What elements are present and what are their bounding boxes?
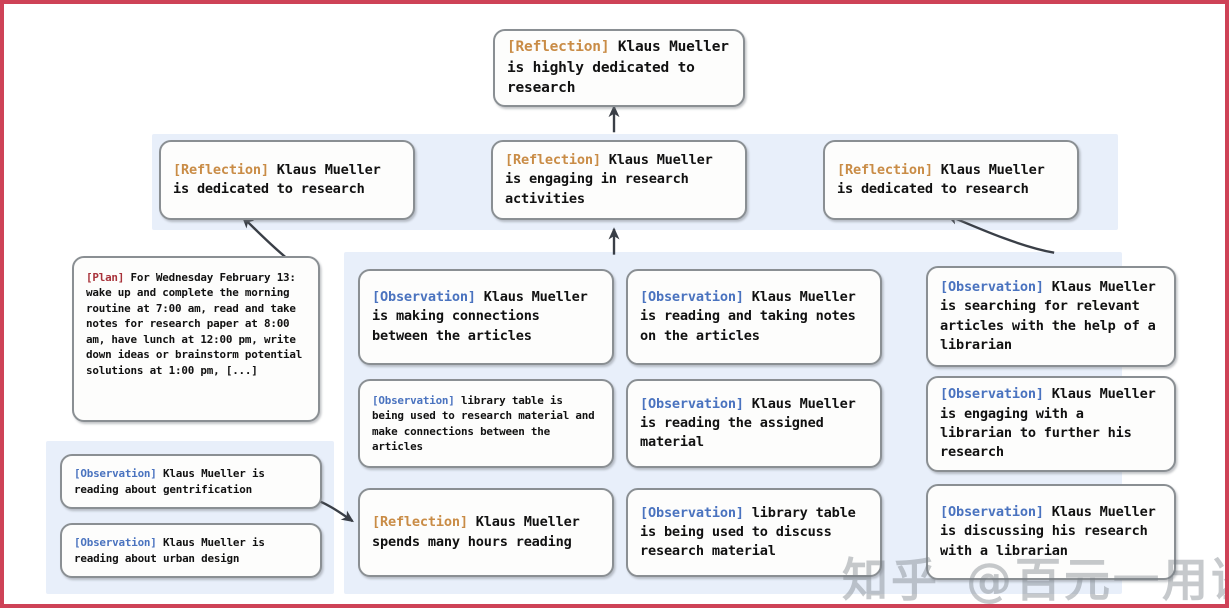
tag-observation: [Observation] — [640, 504, 744, 521]
node-col-right-1[interactable]: [Observation] Klaus Mueller is searching… — [926, 266, 1176, 367]
node-col-right-3[interactable]: [Observation] Klaus Mueller is discussin… — [926, 484, 1176, 580]
node-body: library table is being used to discuss r… — [640, 504, 864, 560]
tag-observation: [Observation] — [74, 536, 157, 550]
node-col-left-1[interactable]: [Observation] Klaus Mueller is making co… — [358, 269, 614, 365]
node-text: [Plan] For Wednesday February 13: wake u… — [86, 270, 306, 378]
node-body: library table is being used to research … — [372, 393, 601, 453]
node-root-reflection[interactable]: [Reflection] Klaus Mueller is highly ded… — [493, 29, 745, 107]
tag-observation: [Observation] — [640, 395, 744, 412]
node-col-left-3[interactable]: [Reflection] Klaus Mueller spends many h… — [358, 488, 614, 577]
node-text: [Observation] Klaus Mueller is making co… — [372, 288, 600, 346]
node-text: [Observation] library table is being use… — [640, 504, 868, 562]
tag-reflection: [Reflection] — [173, 161, 269, 178]
node-text: [Reflection] Klaus Mueller is dedicated … — [837, 161, 1065, 200]
node-text: [Reflection] Klaus Mueller spends many h… — [372, 513, 600, 552]
node-col-mid-1[interactable]: [Observation] Klaus Mueller is reading a… — [626, 269, 882, 365]
tag-plan: [Plan] — [86, 271, 125, 284]
tag-observation: [Observation] — [372, 393, 455, 407]
node-text: [Observation] Klaus Mueller is discussin… — [940, 503, 1162, 561]
node-body: Klaus Mueller is dedicated to research — [173, 161, 389, 197]
node-text: [Reflection] Klaus Mueller is dedicated … — [173, 161, 401, 200]
node-body: Klaus Mueller is highly dedicated to res… — [507, 39, 738, 97]
node-col-mid-3[interactable]: [Observation] library table is being use… — [626, 488, 882, 577]
node-text: [Reflection] Klaus Mueller is highly ded… — [507, 37, 731, 99]
node-reflection-left[interactable]: [Reflection] Klaus Mueller is dedicated … — [159, 140, 415, 220]
node-body: Klaus Mueller is engaging with a librari… — [940, 386, 1164, 461]
node-body: Klaus Mueller is searching for relevant … — [940, 278, 1164, 353]
node-col-right-2[interactable]: [Observation] Klaus Mueller is engaging … — [926, 376, 1176, 472]
node-text: [Observation] Klaus Mueller is reading a… — [640, 288, 868, 346]
node-reflection-right[interactable]: [Reflection] Klaus Mueller is dedicated … — [823, 140, 1079, 220]
node-plan[interactable]: [Plan] For Wednesday February 13: wake u… — [72, 256, 320, 422]
node-reflection-middle[interactable]: [Reflection] Klaus Mueller is engaging i… — [491, 140, 747, 220]
tag-observation: [Observation] — [940, 504, 1044, 521]
node-text: [Observation] Klaus Mueller is reading t… — [640, 395, 868, 453]
node-body: For Wednesday February 13: wake up and c… — [86, 271, 309, 377]
tag-observation: [Observation] — [940, 278, 1044, 295]
tag-observation: [Observation] — [372, 289, 476, 306]
node-text: [Observation] Klaus Mueller is reading a… — [74, 535, 308, 566]
node-text: [Observation] Klaus Mueller is searching… — [940, 278, 1162, 355]
diagram-body: [Reflection] Klaus Mueller is highly ded… — [4, 4, 1225, 604]
node-body: Klaus Mueller is engaging in research ac… — [505, 152, 721, 207]
node-text: [Observation] Klaus Mueller is engaging … — [940, 385, 1162, 462]
node-body: Klaus Mueller is dedicated to research — [837, 161, 1053, 197]
node-text: [Observation] Klaus Mueller is reading a… — [74, 466, 308, 497]
node-body: Klaus Mueller is discussing his research… — [940, 504, 1164, 559]
node-body: Klaus Mueller is reading about urban des… — [74, 536, 272, 565]
node-body: Klaus Mueller is making connections betw… — [372, 289, 596, 344]
node-body: Klaus Mueller is reading and taking note… — [640, 289, 864, 344]
tag-observation: [Observation] — [74, 467, 157, 481]
tag-reflection: [Reflection] — [507, 39, 610, 56]
node-text: [Reflection] Klaus Mueller is engaging i… — [505, 151, 733, 209]
node-body: Klaus Mueller spends many hours reading — [372, 514, 588, 550]
node-left-observation-1[interactable]: [Observation] Klaus Mueller is reading a… — [60, 454, 322, 509]
tag-observation: [Observation] — [940, 386, 1044, 403]
node-col-left-2[interactable]: [Observation] library table is being use… — [358, 379, 614, 468]
tag-reflection: [Reflection] — [372, 514, 468, 531]
node-text: [Observation] library table is being use… — [372, 393, 600, 455]
node-body: Klaus Mueller is reading about gentrific… — [74, 467, 272, 496]
node-col-mid-2[interactable]: [Observation] Klaus Mueller is reading t… — [626, 379, 882, 468]
node-body: Klaus Mueller is reading the assigned ma… — [640, 395, 864, 451]
tag-reflection: [Reflection] — [505, 152, 601, 169]
tag-observation: [Observation] — [640, 289, 744, 306]
node-left-observation-2[interactable]: [Observation] Klaus Mueller is reading a… — [60, 523, 322, 578]
tag-reflection: [Reflection] — [837, 161, 933, 178]
